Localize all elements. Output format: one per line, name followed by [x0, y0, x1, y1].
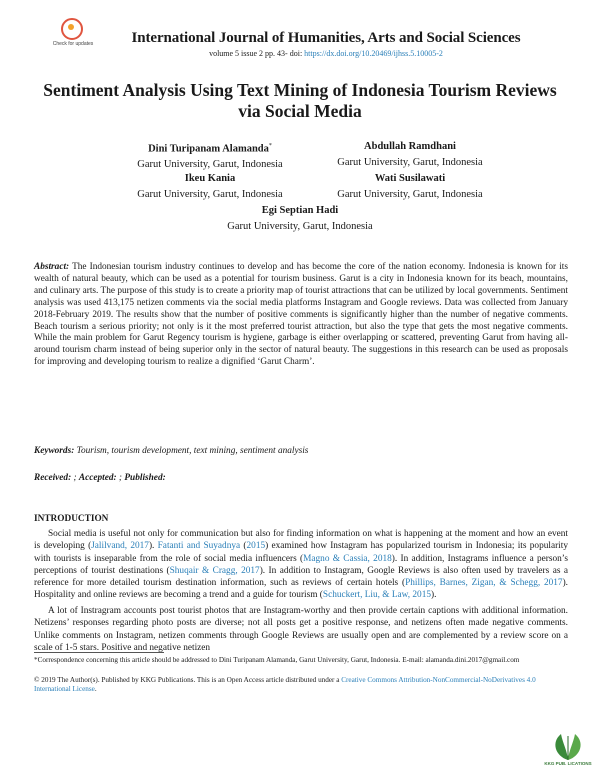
author-affiliation: Garut University, Garut, Indonesia: [337, 188, 483, 200]
publisher-leaf-icon: [555, 734, 581, 760]
volume-text: volume 5 issue 2 pp. 43- doi:: [209, 49, 305, 58]
correspondence-footnote: *Correspondence concerning this article …: [34, 656, 520, 664]
author-4: Wati Susilawati Garut University, Garut,…: [300, 171, 520, 202]
author-name: Egi Septian Hadi: [261, 205, 339, 216]
license-link[interactable]: Creative Commons Attribution-NonCommerci…: [34, 676, 536, 693]
author-2: Abdullah Ramdhani Garut University, Garu…: [300, 139, 520, 170]
citation-link[interactable]: Magno & Cassia, 2018: [303, 553, 392, 564]
doi-link[interactable]: https://dx.doi.org/10.20469/ijhss.5.1000…: [304, 49, 443, 58]
citation-link[interactable]: Fatanti and Suyadnya: [157, 541, 241, 552]
corresponding-mark: *: [268, 143, 272, 149]
section-heading: INTRODUCTION: [34, 514, 109, 524]
received-label: Received:: [34, 473, 72, 483]
keywords-text: Tourism, tourism development, text minin…: [76, 446, 309, 456]
citation-link[interactable]: 2015: [246, 541, 266, 552]
author-5: Egi Septian Hadi Garut University, Garut…: [190, 203, 410, 234]
intro-paragraph-2: A lot of Instragram accounts post touris…: [34, 606, 568, 653]
author-3: Ikeu Kania Garut University, Garut, Indo…: [100, 171, 320, 202]
journal-name: International Journal of Humanities, Art…: [131, 30, 521, 46]
text-run: ). In addition to Instagram, Google Revi…: [34, 565, 569, 589]
updates-icon: [61, 18, 83, 40]
abstract-text: The Indonesian tourism industry continue…: [34, 262, 568, 368]
citation-link[interactable]: Shuqair & Cragg, 2017: [169, 565, 260, 576]
author-name: Wati Susilawati: [374, 173, 446, 184]
publisher-logo: KKG PUB. LICATIONS: [543, 730, 593, 770]
paper-title: Sentiment Analysis Using Text Mining of …: [43, 80, 557, 121]
abstract-label: Abstract:: [34, 262, 70, 272]
keywords-label: Keywords:: [34, 446, 75, 456]
citation-link[interactable]: Jalilvand, 2017: [91, 541, 149, 552]
author-affiliation: Garut University, Garut, Indonesia: [137, 159, 283, 170]
citation-link[interactable]: Schuckert, Liu, & Law, 2015: [322, 590, 432, 601]
published-label: Published:: [124, 473, 166, 483]
author-name: Abdullah Ramdhani: [364, 141, 456, 152]
intro-paragraph-1: Social media is useful not only for comm…: [34, 528, 568, 602]
author-affiliation: Garut University, Garut, Indonesia: [137, 188, 283, 200]
badge-text: Check for updates: [52, 41, 94, 47]
author-name: Ikeu Kania: [184, 173, 236, 184]
footnote-divider: [34, 652, 164, 653]
citation-link[interactable]: Phillips, Barnes, Zigan, & Schegg, 2017: [405, 578, 563, 589]
text-run: (: [240, 541, 247, 552]
author-1: Dini Turipanam Alamanda* Garut Universit…: [100, 139, 320, 173]
dates-line: Received: ; Accepted: ; Published:: [34, 473, 166, 483]
keywords: Keywords: Tourism, tourism development, …: [34, 446, 568, 456]
text-run: ). Hospitality and online reviews are be…: [34, 578, 568, 601]
text-run: ).: [148, 541, 158, 552]
text-run: ).: [431, 590, 437, 601]
author-name: Dini Turipanam Alamanda: [148, 143, 269, 155]
author-affiliation: Garut University, Garut, Indonesia: [227, 220, 373, 232]
author-affiliation: Garut University, Garut, Indonesia: [337, 156, 483, 168]
text-run: .: [94, 685, 97, 693]
abstract: Abstract: The Indonesian tourism industr…: [34, 262, 568, 369]
volume-line: volume 5 issue 2 pp. 43- doi: https://dx…: [116, 49, 536, 58]
text-run: ). In addition, Instagrams influence a p…: [34, 553, 569, 576]
accepted-label: Accepted:: [78, 473, 117, 483]
text-run: ) examined how Instagram has popularized…: [34, 541, 568, 564]
copyright-footnote: © 2019 The Author(s). Published by KKG P…: [34, 676, 554, 694]
check-for-updates-badge[interactable]: Check for updates: [51, 16, 95, 54]
publisher-logo-text: KKG PUB. LICATIONS: [544, 761, 592, 766]
text-run: Social media is useful not only for comm…: [34, 529, 568, 552]
copyright-text: © 2019 The Author(s). Published by KKG P…: [34, 676, 342, 684]
